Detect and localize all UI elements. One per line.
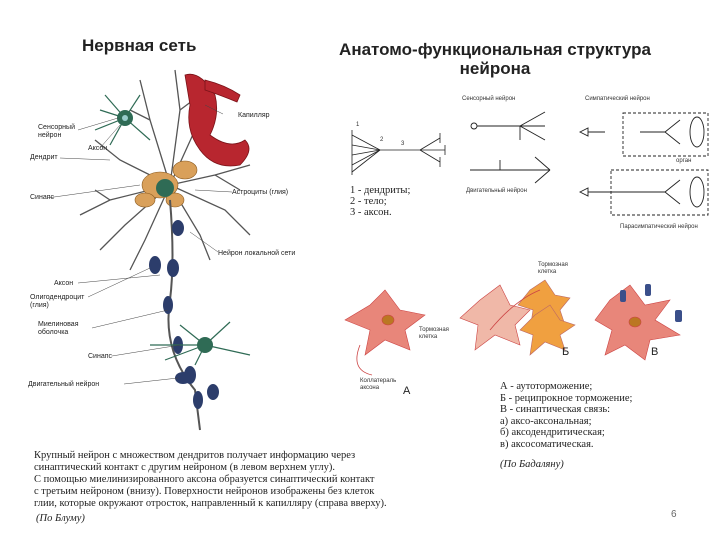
left-title: Нервная сеть xyxy=(82,36,197,55)
legend-line: В - синаптическая связь: xyxy=(500,404,611,415)
label-axon-top: Аксон xyxy=(88,145,108,152)
neuron-scheme xyxy=(351,130,446,175)
label-oligodendrocyte: Олигодендроцит (глия) xyxy=(30,294,85,309)
sympathetic-scheme xyxy=(578,112,709,157)
large-neuron-body xyxy=(156,179,174,197)
page-number: 6 xyxy=(671,509,677,520)
inhibition-legend: А - аутоторможение; Б - реципрокное торм… xyxy=(500,381,632,450)
label-inhibitory-cell: Тормозная клетка xyxy=(419,327,449,340)
label-astrocytes: Астроциты (глия) xyxy=(232,189,289,196)
caption-line: Крупный нейрон с множеством дендритов по… xyxy=(34,450,356,461)
scheme-number-3: 3 xyxy=(401,141,405,147)
motor-neuron-scheme xyxy=(470,156,551,184)
inhibition-v xyxy=(594,284,681,361)
label-axon-bottom: Аксон xyxy=(54,280,74,287)
caption-line: С помощью миелинизированного аксона обра… xyxy=(34,474,375,485)
right-title-line2: нейрона xyxy=(459,59,531,78)
inhibition-b xyxy=(459,284,531,351)
label-motor-neuron-scheme: Двигательный нейрон xyxy=(466,188,527,194)
letter-a: А xyxy=(403,385,411,397)
caption-line: глии, которые окружают отросток, направл… xyxy=(34,498,387,509)
parasympathetic-scheme xyxy=(578,169,709,216)
sensory-neuron-scheme xyxy=(470,111,546,141)
label-sympathetic: Симпатический нейрон xyxy=(585,96,650,102)
right-source: (По Бадаляну) xyxy=(500,459,564,470)
caption-line: с третьим нейроном (внизу). Поверхности … xyxy=(34,486,375,497)
right-title: Анатомо-функциональная структура нейрона xyxy=(300,40,690,78)
neuron-legend-2: 2 - тело; xyxy=(350,196,387,207)
legend-line: Б - реципрокное торможение; xyxy=(500,392,633,404)
label-organ: орган xyxy=(676,158,692,164)
label-collateral: Коллатераль аксона xyxy=(360,378,397,391)
synaptic-terminals xyxy=(620,284,682,322)
label-local-neuron: Нейрон локальной сети xyxy=(218,250,296,257)
scheme-number-2: 2 xyxy=(380,137,384,143)
capillary xyxy=(184,73,250,167)
label-inhibitory-cell-2: Тормозная клетка xyxy=(538,262,568,275)
label-sensory-neuron-scheme: Сенсорный нейрон xyxy=(462,96,516,102)
label-dendrite: Дендрит xyxy=(30,154,58,161)
left-source: (По Блуму) xyxy=(36,513,85,524)
oligodendrocyte xyxy=(149,256,161,274)
label-synapse-top: Синапс xyxy=(30,194,55,201)
collateral-arrows xyxy=(356,289,541,376)
legend-line: А - аутоторможение; xyxy=(500,381,593,392)
label-parasympathetic: Парасимпатический нейрон xyxy=(620,224,698,230)
inhibition-a xyxy=(344,289,426,356)
legend-line: б) аксодендритическая; xyxy=(500,427,605,438)
caption-line: синаптический контакт с другим нейроном … xyxy=(34,462,336,473)
inhibition-b-orange xyxy=(517,279,576,356)
motor-neuron-body xyxy=(197,337,213,353)
label-myelin: Миелиновая оболочка xyxy=(38,321,79,336)
legend-line: в) аксосоматическая. xyxy=(500,438,594,450)
scheme-number-1: 1 xyxy=(356,122,360,128)
myelin-segments xyxy=(163,220,203,409)
label-motor-neuron: Двигательный нейрон xyxy=(28,381,100,388)
left-caption: Крупный нейрон с множеством дендритов по… xyxy=(34,450,387,510)
label-sensory-neuron: Сенсорный нейрон xyxy=(38,124,75,139)
right-title-line1: Анатомо-функциональная структура xyxy=(339,40,651,59)
label-synapse-bottom: Синапс xyxy=(88,353,113,360)
letter-v: В xyxy=(651,346,659,358)
neuron-legend-3: 3 - аксон. xyxy=(350,207,392,218)
neuron-legend-1: 1 - дендриты; xyxy=(350,185,411,196)
letter-b: Б xyxy=(562,346,570,358)
leader-lines xyxy=(46,104,233,385)
label-capillary: Капилляр xyxy=(238,112,270,119)
legend-line: а) аксо-аксональная; xyxy=(500,415,592,427)
